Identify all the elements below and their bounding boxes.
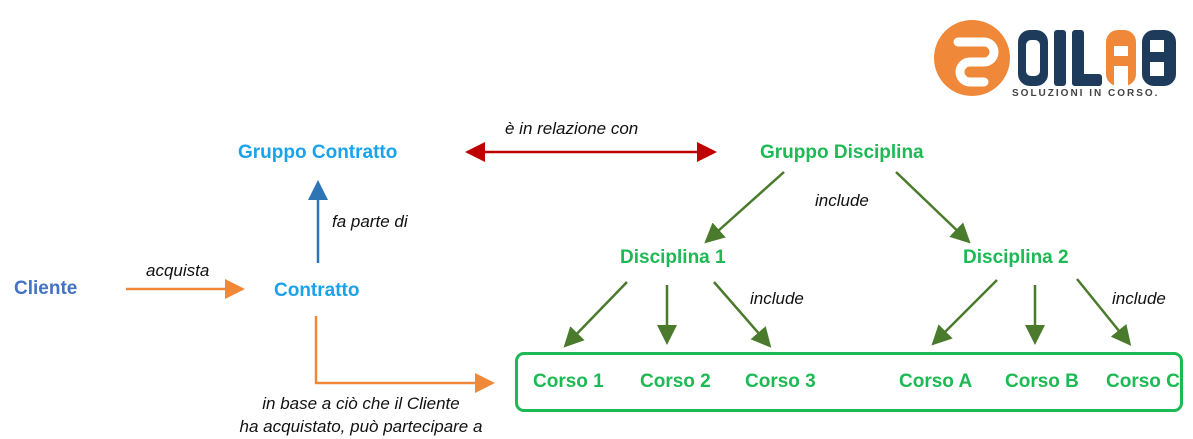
course-c: Corso C bbox=[1106, 371, 1180, 392]
course-1: Corso 1 bbox=[533, 371, 604, 392]
note-line-2: ha acquistato, può partecipare a bbox=[239, 416, 483, 436]
arrow-gd-d2 bbox=[895, 171, 971, 244]
course-2: Corso 2 bbox=[640, 371, 711, 392]
label-include-top: include bbox=[815, 191, 869, 210]
note-line-1: in base a ciò che il Cliente bbox=[262, 394, 460, 413]
label-acquista: acquista bbox=[146, 261, 210, 280]
arrow-d2-ca bbox=[931, 279, 998, 346]
node-gruppo-disciplina: Gruppo Disciplina bbox=[760, 142, 924, 163]
label-in-relazione: è in relazione con bbox=[505, 119, 639, 138]
edilab-logo bbox=[934, 20, 1176, 96]
logo-tagline: SOLUZIONI IN CORSO. bbox=[1012, 88, 1160, 99]
label-fa-parte-di: fa parte di bbox=[332, 212, 408, 231]
note-partecipa: in base a ciò che il Cliente ha acquista… bbox=[196, 393, 526, 439]
arrow-gd-d1 bbox=[704, 171, 785, 244]
courses-box bbox=[515, 352, 1183, 412]
arrow-partecipa bbox=[314, 316, 495, 393]
label-include-d1: include bbox=[750, 289, 804, 308]
arrow-d1-c3 bbox=[713, 281, 772, 348]
node-disciplina-1: Disciplina 1 bbox=[620, 247, 726, 268]
node-cliente: Cliente bbox=[14, 278, 78, 299]
node-disciplina-2: Disciplina 2 bbox=[963, 247, 1069, 268]
arrow-d1-c1 bbox=[563, 281, 628, 348]
node-contratto: Contratto bbox=[274, 280, 360, 301]
node-gruppo-contratto: Gruppo Contratto bbox=[238, 142, 398, 163]
course-a: Corso A bbox=[899, 371, 973, 392]
course-3: Corso 3 bbox=[745, 371, 816, 392]
course-b: Corso B bbox=[1005, 371, 1079, 392]
label-include-d2: include bbox=[1112, 289, 1166, 308]
arrow-d2-cc bbox=[1076, 278, 1132, 346]
